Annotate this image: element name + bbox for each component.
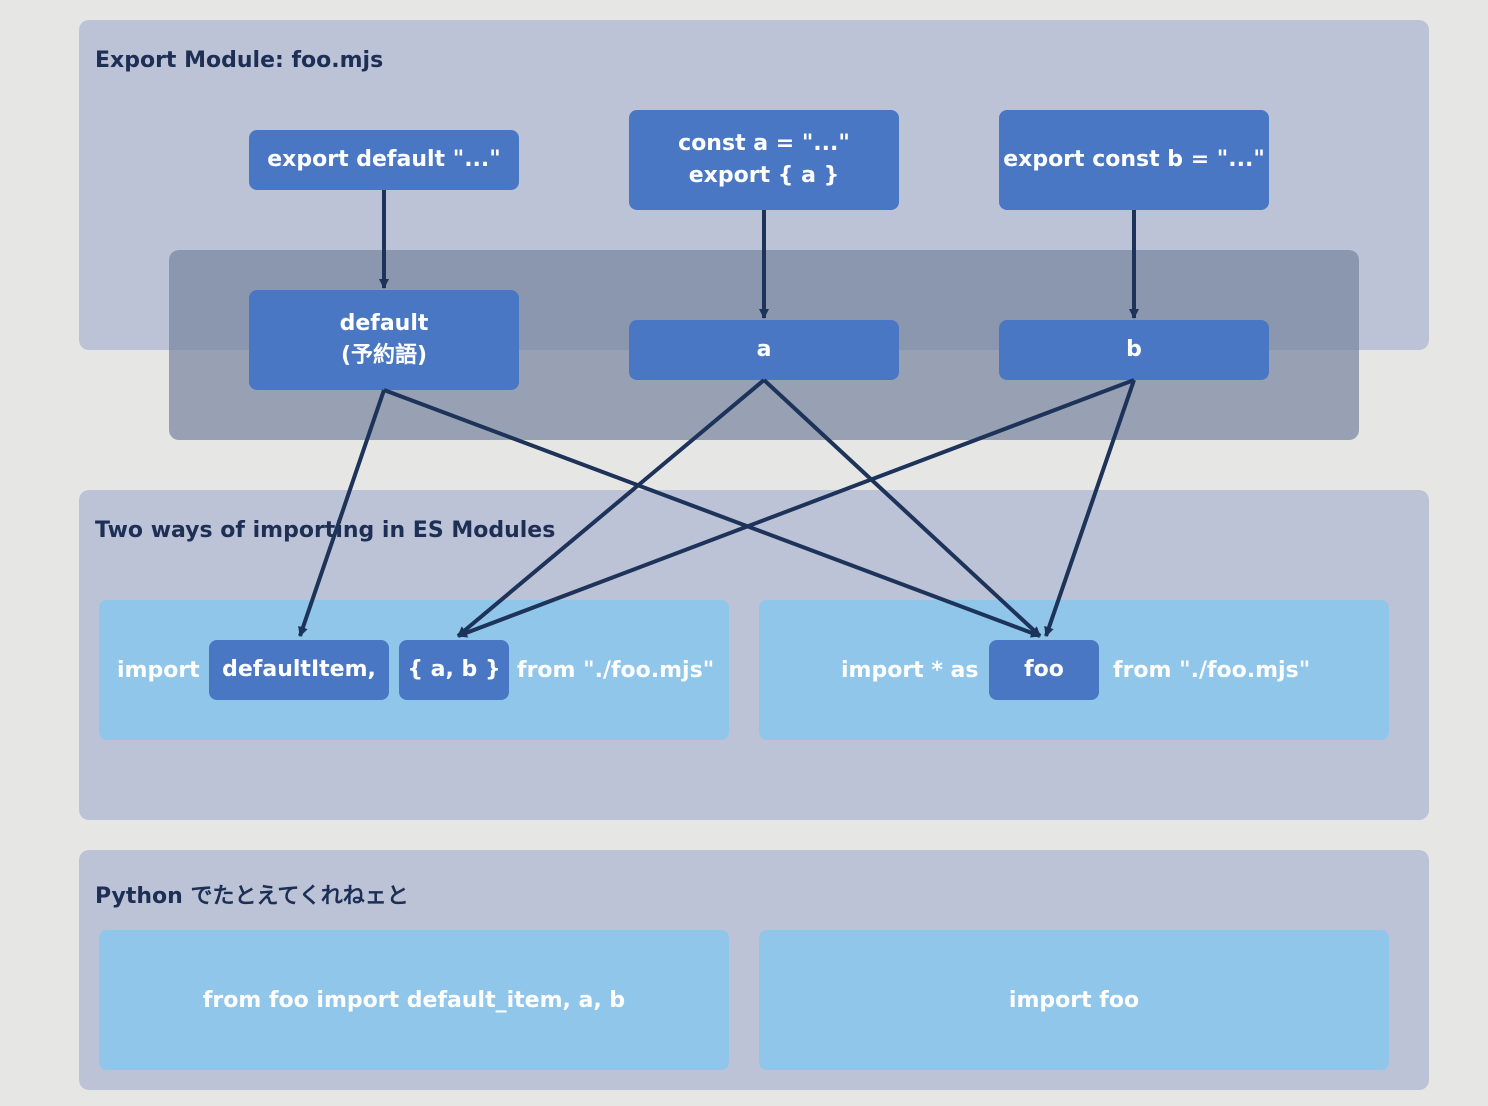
es-modules-title: Two ways of importing in ES Modules xyxy=(95,518,556,543)
named-import-keyword: import xyxy=(117,657,200,683)
source-default-export[interactable]: export default "..." xyxy=(249,130,519,190)
python-title: Python でたとえてくれねェと xyxy=(95,884,409,909)
default-item-node[interactable]: defaultItem, xyxy=(209,640,389,700)
edge-a-to-named-items xyxy=(456,378,766,638)
export-module-title: Export Module: foo.mjs xyxy=(95,48,384,73)
python-plain-import-text: import foo xyxy=(1008,987,1140,1013)
python-from-import-panel: from foo import default_item, a, b xyxy=(99,930,729,1070)
source-export-b-label: export const b = "..." xyxy=(1003,147,1265,172)
named-import-from: from "./foo.mjs" xyxy=(517,657,715,683)
namespace-import-keyword: import * as xyxy=(841,657,979,683)
edge-b-to-foo xyxy=(1044,379,1136,637)
python-from-import-text: from foo import default_item, a, b xyxy=(202,987,626,1013)
default-item-label: defaultItem, xyxy=(222,657,376,682)
export-a-label: a xyxy=(756,337,772,362)
namespace-foo-node[interactable]: foo xyxy=(989,640,1099,700)
namespace-import-from: from "./foo.mjs" xyxy=(1113,657,1311,683)
python-plain-import-panel: import foo xyxy=(759,930,1389,1070)
named-items-node[interactable]: { a, b } xyxy=(399,640,509,700)
export-a-node[interactable]: a xyxy=(629,320,899,380)
export-default-line2: (予約語) xyxy=(340,343,428,368)
edge-default-to-foo xyxy=(383,388,1041,638)
edge-b-to-named-items xyxy=(457,378,1135,638)
export-b-node[interactable]: b xyxy=(999,320,1269,380)
export-default-line1: default xyxy=(339,311,429,336)
source-const-a-line2: export { a } xyxy=(688,163,840,188)
source-default-export-label: export default "..." xyxy=(267,147,501,172)
export-b-label: b xyxy=(1126,337,1142,362)
namespace-foo-label: foo xyxy=(1024,657,1064,682)
source-export-b[interactable]: export const b = "..." xyxy=(999,110,1269,210)
source-const-a[interactable]: const a = "..." export { a } xyxy=(629,110,899,210)
edge-a-to-foo xyxy=(762,378,1042,638)
export-default-node[interactable]: default (予約語) xyxy=(249,290,519,390)
edge-default-to-default-item xyxy=(298,389,386,637)
source-const-a-line1: const a = "..." xyxy=(678,131,850,156)
named-items-label: { a, b } xyxy=(407,657,501,682)
